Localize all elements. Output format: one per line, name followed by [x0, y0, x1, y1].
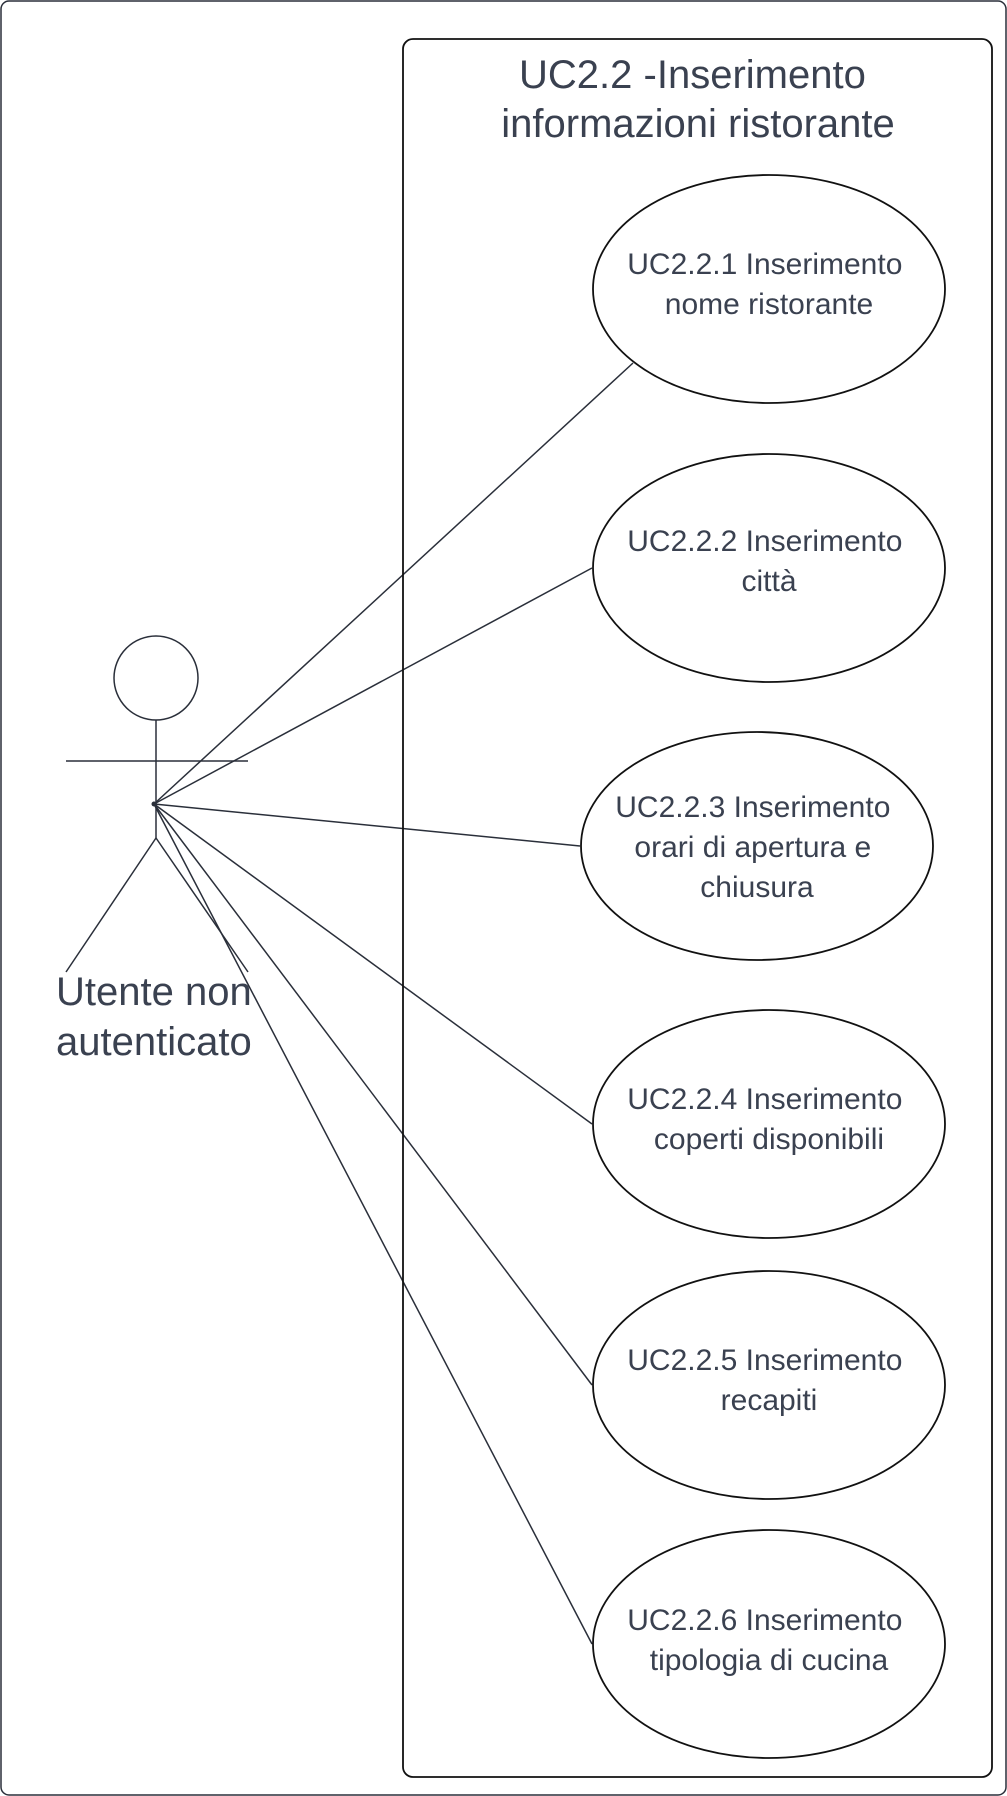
use-case-ellipse: [592, 1009, 946, 1239]
use-case-label: UC2.2.4 Inserimento coperti disponibili: [627, 1083, 910, 1156]
use-case-uc-2-2-3: UC2.2.3 Inserimento orari di apertura e …: [580, 731, 934, 961]
actor-label-line-2: autenticato: [56, 1020, 252, 1064]
use-case-ellipse: [592, 1529, 946, 1759]
system-boundary: [402, 38, 993, 1778]
actor-label-line-1: Utente non: [56, 970, 252, 1014]
use-case-uc-2-2-2: UC2.2.2 Inserimento città: [592, 453, 946, 683]
association-line-uc-2-2-3: [153, 803, 581, 847]
use-case-ellipse: [592, 1270, 946, 1500]
use-case-ellipse: [592, 174, 946, 404]
association-line-uc-2-2-6: [153, 803, 593, 1645]
use-case-label: UC2.2.1 Inserimento nome ristorante: [627, 248, 910, 321]
actor-left-leg: [65, 837, 157, 973]
use-case-uc-2-2-4: UC2.2.4 Inserimento coperti disponibili: [592, 1009, 946, 1239]
associations: [153, 362, 634, 1645]
actor-head: [113, 635, 199, 721]
system-title-line-2: informazioni ristorante: [501, 102, 895, 146]
system-title-line-1: UC2.2 -Inserimento: [519, 53, 866, 97]
association-line-uc-2-2-5: [153, 803, 593, 1386]
use-case-ellipse: [580, 731, 934, 961]
use-case-uc-2-2-1: UC2.2.1 Inserimento nome ristorante: [592, 174, 946, 404]
association-anchor: [151, 801, 157, 807]
association-line-uc-2-2-2: [153, 567, 593, 805]
use-case-label: UC2.2.3 Inserimento orari di apertura e …: [615, 791, 898, 904]
use-case-uc-2-2-6: UC2.2.6 Inserimento tipologia di cucina: [592, 1529, 946, 1759]
actor-label: Utente non autenticato: [56, 970, 263, 1064]
system-title: UC2.2 -Inserimento informazioni ristoran…: [501, 53, 895, 146]
use-case-label: UC2.2.2 Inserimento città: [627, 525, 910, 598]
use-case-ellipse: [592, 453, 946, 683]
use-case-label: UC2.2.6 Inserimento tipologia di cucina: [627, 1604, 910, 1677]
actor-stick-figure: [65, 635, 249, 973]
association-line-uc-2-2-4: [153, 803, 593, 1125]
use-case-label: UC2.2.5 Inserimento recapiti: [627, 1344, 910, 1417]
association-line-uc-2-2-1: [153, 362, 634, 805]
use-case-uc-2-2-5: UC2.2.5 Inserimento recapiti: [592, 1270, 946, 1500]
actor-right-leg: [155, 837, 249, 973]
